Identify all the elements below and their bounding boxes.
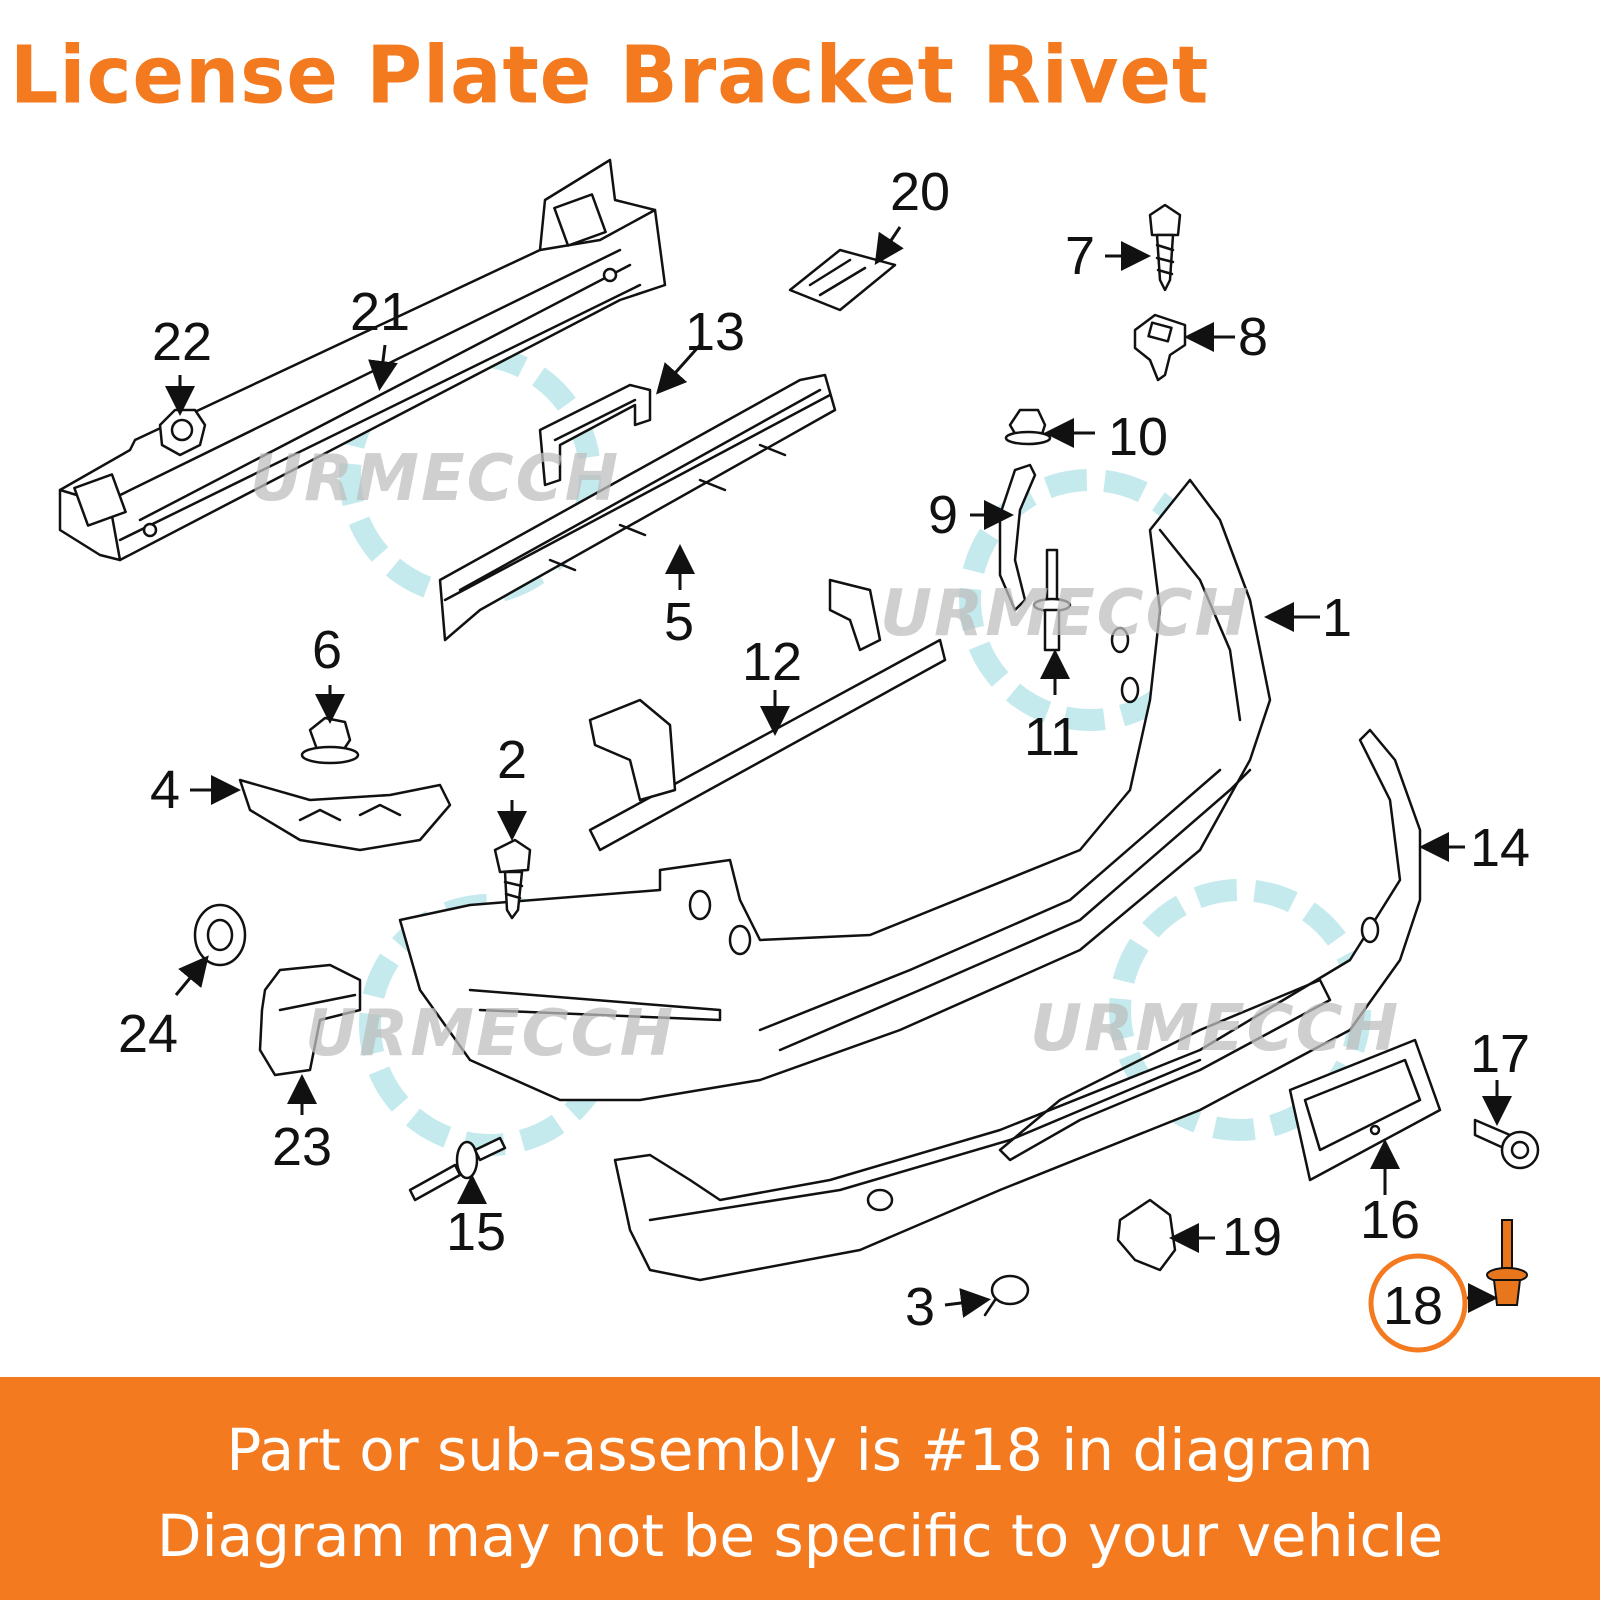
callout-1: 1 bbox=[1322, 588, 1352, 648]
callout-15: 15 bbox=[446, 1202, 506, 1262]
watermark-text: URMECCH bbox=[1030, 992, 1400, 1066]
callout-21: 21 bbox=[350, 282, 410, 342]
part-23-sensor bbox=[258, 963, 362, 1077]
footer-banner: Part or sub-assembly is #18 in diagram D… bbox=[0, 1377, 1600, 1600]
callout-18: 18 bbox=[1383, 1276, 1443, 1336]
callout-12: 12 bbox=[742, 632, 802, 692]
watermark-text: URMECCH bbox=[250, 442, 620, 516]
callout-14: 14 bbox=[1470, 818, 1530, 878]
callout-4: 4 bbox=[150, 760, 180, 820]
part-14-lower-valance bbox=[613, 728, 1422, 1282]
callout-13: 13 bbox=[685, 302, 745, 362]
watermark-text: URMECCH bbox=[305, 997, 675, 1071]
part-6-nut bbox=[300, 716, 360, 765]
callout-7: 7 bbox=[1065, 226, 1095, 286]
callout-6: 6 bbox=[312, 620, 342, 680]
callout-23: 23 bbox=[272, 1117, 332, 1177]
callout-8: 8 bbox=[1238, 307, 1268, 367]
part-7-bolt bbox=[1148, 203, 1182, 292]
callout-3: 3 bbox=[905, 1277, 935, 1337]
part-11-stud bbox=[1032, 548, 1072, 652]
part-5-absorber bbox=[438, 373, 837, 642]
exploded-parts-diagram: 1 2 3 4 5 6 7 8 9 10 11 12 13 14 15 16 1… bbox=[58, 158, 1540, 1353]
part-1-bumper-cover bbox=[398, 478, 1272, 1102]
callout-5: 5 bbox=[664, 592, 694, 652]
part-18-rivet bbox=[1486, 1219, 1528, 1306]
part-17-screw bbox=[1473, 1118, 1540, 1170]
page-title: License Plate Bracket Rivet bbox=[10, 28, 1210, 122]
part-3-cap bbox=[983, 1274, 1030, 1317]
callout-16: 16 bbox=[1360, 1190, 1420, 1250]
part-21-reinforcement-bar bbox=[58, 158, 667, 562]
watermark-text: URMECCH bbox=[880, 577, 1250, 651]
watermark: URMECCH URMECCH URMECCH URMECCH bbox=[250, 442, 1400, 1071]
callout-19: 19 bbox=[1222, 1207, 1282, 1267]
callout-10: 10 bbox=[1108, 407, 1168, 467]
callout-22: 22 bbox=[152, 312, 212, 372]
part-2-bolt bbox=[493, 838, 532, 920]
highlight-circle bbox=[1368, 1253, 1468, 1353]
part-10-nut bbox=[1004, 408, 1052, 446]
part-15-rivet bbox=[408, 1136, 507, 1202]
footer-line-2: Diagram may not be specific to your vehi… bbox=[156, 1502, 1444, 1570]
leader-arrows bbox=[165, 226, 1512, 1318]
part-19-bracket bbox=[1116, 1198, 1177, 1272]
callout-9: 9 bbox=[928, 485, 958, 545]
part-4-bracket bbox=[238, 778, 452, 852]
callout-labels: 1 2 3 4 5 6 7 8 9 10 11 12 13 14 15 16 1… bbox=[118, 162, 1530, 1337]
callout-17: 17 bbox=[1470, 1024, 1530, 1084]
callout-24: 24 bbox=[118, 1004, 178, 1064]
callout-11: 11 bbox=[1024, 707, 1080, 767]
footer-line-1: Part or sub-assembly is #18 in diagram bbox=[226, 1416, 1374, 1484]
part-13-bracket bbox=[538, 383, 652, 487]
part-12-bracket-bar bbox=[588, 578, 947, 852]
part-20-pad bbox=[788, 248, 897, 312]
callout-2: 2 bbox=[497, 730, 527, 790]
callout-20: 20 bbox=[890, 162, 950, 222]
part-24-grommet bbox=[193, 903, 247, 967]
part-16-license-bracket bbox=[1288, 1038, 1442, 1182]
part-8-clip bbox=[1133, 313, 1187, 382]
